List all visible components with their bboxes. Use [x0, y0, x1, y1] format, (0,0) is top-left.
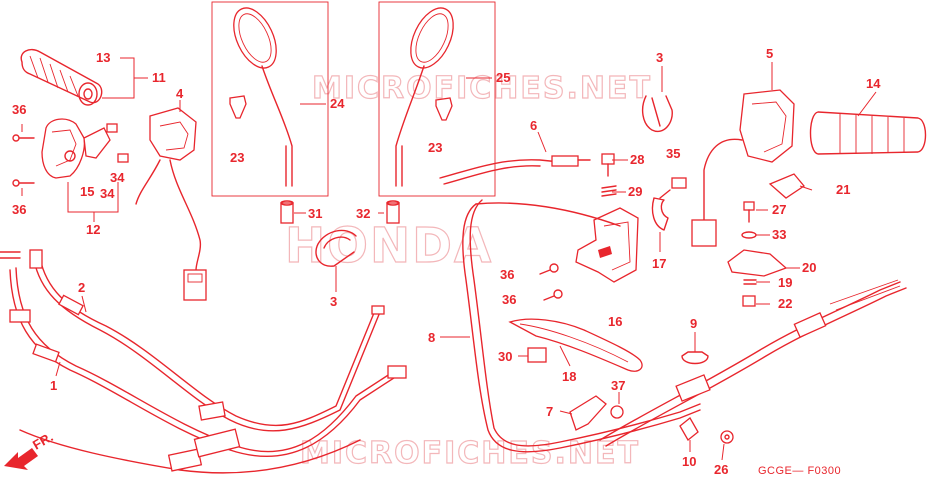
callout-18: 18: [562, 369, 576, 384]
screw-27: [743, 201, 755, 223]
callout-20: 20: [802, 260, 816, 275]
pivot-30: [527, 347, 547, 363]
callout-34-b: 34: [100, 186, 115, 201]
cable-ends: [167, 305, 407, 472]
callout-9: 9: [690, 316, 697, 331]
left-switch-assembly: [135, 107, 207, 301]
callout-28: 28: [630, 152, 644, 167]
cable-clamp-9: [681, 351, 709, 365]
left-grip: [20, 48, 103, 106]
callout-12: 12: [86, 222, 100, 237]
throttle-cable-6: [439, 155, 591, 185]
spring-19: [743, 279, 757, 285]
callout-33: 33: [772, 227, 786, 242]
callout-19: 19: [778, 275, 792, 290]
leader-lines: [21, 57, 877, 461]
callout-35: 35: [666, 146, 680, 161]
callout-36-c: 36: [500, 267, 514, 282]
throttle-cable-1: [0, 251, 401, 474]
callout-3-right: 3: [656, 50, 663, 65]
callout-36-a: 36: [12, 102, 26, 117]
right-mirror: [378, 1, 496, 197]
callout-36-d: 36: [502, 292, 516, 307]
front-direction-arrow: [4, 448, 38, 470]
mirror-nut-32: [386, 200, 400, 224]
callout-21: 21: [836, 182, 850, 197]
clutch-cable-2: [29, 249, 381, 432]
callout-7: 7: [546, 404, 553, 419]
callout-1: 1: [50, 378, 57, 393]
callout-2: 2: [78, 280, 85, 295]
callout-16: 16: [608, 314, 622, 329]
clip-10: [679, 417, 699, 441]
callout-3-left: 3: [330, 294, 337, 309]
watermark-middle: HONDA: [285, 218, 493, 274]
callout-27: 27: [772, 202, 786, 217]
right-grip: [809, 111, 927, 155]
screw-36-d: [543, 289, 563, 301]
callout-29: 29: [628, 184, 642, 199]
callout-24: 24: [330, 96, 345, 111]
stay-7: [569, 395, 607, 431]
screw-36-a: [12, 134, 35, 142]
callout-36-b: 36: [12, 202, 26, 217]
mirror-nut-31: [280, 200, 294, 224]
callout-13: 13: [96, 50, 110, 65]
bolt-37: [610, 405, 624, 419]
callout-11: 11: [152, 70, 166, 85]
callout-17: 17: [652, 256, 666, 271]
bolt-35: [659, 177, 687, 199]
screw-36-c: [539, 263, 559, 275]
bushing-22: [742, 295, 756, 307]
callout-23-b: 23: [428, 140, 442, 155]
callout-30: 30: [498, 349, 512, 364]
bracket-20: [727, 249, 788, 277]
choke-knob-21: [768, 173, 805, 199]
lever-bracket: [575, 207, 639, 283]
screw-36-b: [12, 179, 35, 187]
handlebar: [462, 199, 701, 453]
callout-6: 6: [530, 118, 537, 133]
callout-5: 5: [766, 46, 773, 61]
screw-34: [106, 123, 129, 163]
callout-25: 25: [496, 70, 510, 85]
callout-37: 37: [611, 378, 625, 393]
callout-23-a: 23: [230, 150, 244, 165]
callout-8: 8: [428, 330, 435, 345]
callout-10: 10: [682, 454, 696, 469]
brake-cable: [599, 279, 907, 447]
left-switch-housing: [41, 118, 111, 179]
callout-31: 31: [308, 206, 322, 221]
callout-4: 4: [176, 86, 184, 101]
washer-33: [741, 231, 757, 239]
callout-26: 26: [714, 462, 728, 477]
watermark-top: MICROFICHES.NET: [312, 71, 652, 106]
callout-22: 22: [778, 296, 792, 311]
left-mirror: [211, 1, 329, 197]
callout-32: 32: [356, 206, 370, 221]
cable-clamp-3-right: [641, 95, 673, 133]
callout-34-a: 34: [110, 170, 125, 185]
right-switch-housing: [691, 89, 795, 247]
screw-28: [601, 153, 615, 177]
callout-15: 15: [80, 184, 94, 199]
cable-clamp-3-left: [315, 229, 357, 267]
front-label: FR.: [30, 429, 56, 452]
brake-lever: [508, 318, 643, 372]
clip-17: [651, 197, 669, 231]
drawing-code: GCGE— F0300: [758, 465, 841, 477]
spring-29: [601, 185, 617, 197]
bolt-26: [720, 430, 734, 444]
callout-14: 14: [866, 76, 881, 91]
